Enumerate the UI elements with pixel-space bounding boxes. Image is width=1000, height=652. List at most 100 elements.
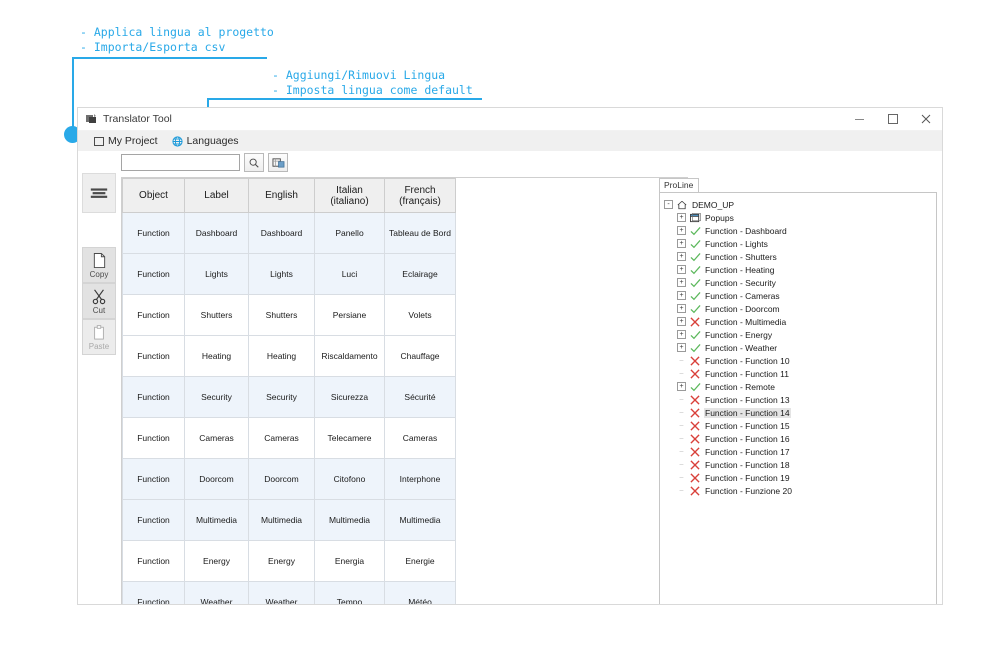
cell-5-2[interactable]: Cameras [248,417,315,459]
expand-icon[interactable]: + [677,382,686,391]
tab-proline[interactable]: ProLine [659,178,700,192]
tree-node[interactable]: –Function - Function 10 [664,354,932,367]
cell-9-1[interactable]: Weather [184,581,249,604]
column-header-2[interactable]: English [248,178,315,213]
cell-9-4[interactable]: Météo [384,581,456,604]
tree-node[interactable]: +Function - Multimedia [664,315,932,328]
expand-icon[interactable]: + [677,343,686,352]
cell-8-2[interactable]: Energy [248,540,315,582]
cell-3-4[interactable]: Chauffage [384,335,456,377]
expand-icon[interactable]: + [677,252,686,261]
cell-5-1[interactable]: Cameras [184,417,249,459]
tree-node[interactable]: –Function - Function 18 [664,458,932,471]
cell-2-3[interactable]: Persiane [314,294,385,336]
cell-4-1[interactable]: Security [184,376,249,418]
cell-8-4[interactable]: Energie [384,540,456,582]
cut-button[interactable]: Cut [82,283,116,319]
tree-node[interactable]: +Popups [664,211,932,224]
expand-icon[interactable]: + [677,317,686,326]
tree-node[interactable]: –Function - Function 13 [664,393,932,406]
cell-6-2[interactable]: Doorcom [248,458,315,500]
cell-6-3[interactable]: Citofono [314,458,385,500]
cell-4-2[interactable]: Security [248,376,315,418]
cell-8-1[interactable]: Energy [184,540,249,582]
tree-node[interactable]: –Function - Function 14 [664,406,932,419]
cell-3-3[interactable]: Riscaldamento [314,335,385,377]
cell-5-4[interactable]: Cameras [384,417,456,459]
tree-node[interactable]: +Function - Lights [664,237,932,250]
copy-button[interactable]: Copy [82,247,116,283]
cell-0-3[interactable]: Panello [314,212,385,254]
cell-4-0[interactable]: Function [122,376,185,418]
expand-icon[interactable]: + [677,304,686,313]
expand-icon[interactable]: + [677,278,686,287]
labels-button[interactable] [82,173,116,213]
cell-9-3[interactable]: Tempo [314,581,385,604]
cell-1-3[interactable]: Luci [314,253,385,295]
cell-1-4[interactable]: Eclairage [384,253,456,295]
cell-7-2[interactable]: Multimedia [248,499,315,541]
cell-6-0[interactable]: Function [122,458,185,500]
cell-7-3[interactable]: Multimedia [314,499,385,541]
cell-3-2[interactable]: Heating [248,335,315,377]
expand-icon[interactable]: + [677,291,686,300]
find-button[interactable] [244,153,264,172]
cell-8-3[interactable]: Energia [314,540,385,582]
cell-9-2[interactable]: Weather [248,581,315,604]
cell-6-4[interactable]: Interphone [384,458,456,500]
tree-node[interactable]: –Function - Function 17 [664,445,932,458]
tree-node[interactable]: –Function - Funzione 20 [664,484,932,497]
tree-node[interactable]: –Function - Function 16 [664,432,932,445]
cell-0-2[interactable]: Dashboard [248,212,315,254]
cell-4-3[interactable]: Sicurezza [314,376,385,418]
cell-3-0[interactable]: Function [122,335,185,377]
menu-item-languages[interactable]: Languages [165,132,246,150]
tree-node[interactable]: –Function - Function 15 [664,419,932,432]
cell-5-3[interactable]: Telecamere [314,417,385,459]
search-input[interactable] [121,154,240,171]
paste-button[interactable]: Paste [82,319,116,355]
tree-node[interactable]: –Function - Function 19 [664,471,932,484]
minimize-icon[interactable] [843,108,876,130]
cell-0-0[interactable]: Function [122,212,185,254]
tree-node[interactable]: +Function - Energy [664,328,932,341]
cell-8-0[interactable]: Function [122,540,185,582]
cell-1-1[interactable]: Lights [184,253,249,295]
column-header-0[interactable]: Object [122,178,185,213]
tree-node[interactable]: +Function - Shutters [664,250,932,263]
column-header-3[interactable]: Italian(italiano) [314,178,385,213]
tree-node[interactable]: -DEMO_UP [664,198,932,211]
cell-4-4[interactable]: Sécurité [384,376,456,418]
tree-node[interactable]: +Function - Security [664,276,932,289]
cell-5-0[interactable]: Function [122,417,185,459]
tree-node[interactable]: +Function - Heating [664,263,932,276]
expand-icon[interactable]: + [677,330,686,339]
maximize-icon[interactable] [876,108,909,130]
expand-icon[interactable]: + [677,265,686,274]
tree-node[interactable]: +Function - Remote [664,380,932,393]
column-header-1[interactable]: Label [184,178,249,213]
tree-node[interactable]: +Function - Doorcom [664,302,932,315]
translate-button[interactable] [268,153,288,172]
menu-item-my-project[interactable]: My Project [86,132,165,150]
cell-1-2[interactable]: Lights [248,253,315,295]
column-header-4[interactable]: French(français) [384,178,456,213]
expand-icon[interactable]: + [677,213,686,222]
cell-3-1[interactable]: Heating [184,335,249,377]
cell-0-4[interactable]: Tableau de Bord [384,212,456,254]
cell-9-0[interactable]: Function [122,581,185,604]
tree-node[interactable]: +Function - Cameras [664,289,932,302]
collapse-icon[interactable]: - [664,200,673,209]
tree-node[interactable]: +Function - Dashboard [664,224,932,237]
expand-icon[interactable]: + [677,239,686,248]
cell-2-4[interactable]: Volets [384,294,456,336]
